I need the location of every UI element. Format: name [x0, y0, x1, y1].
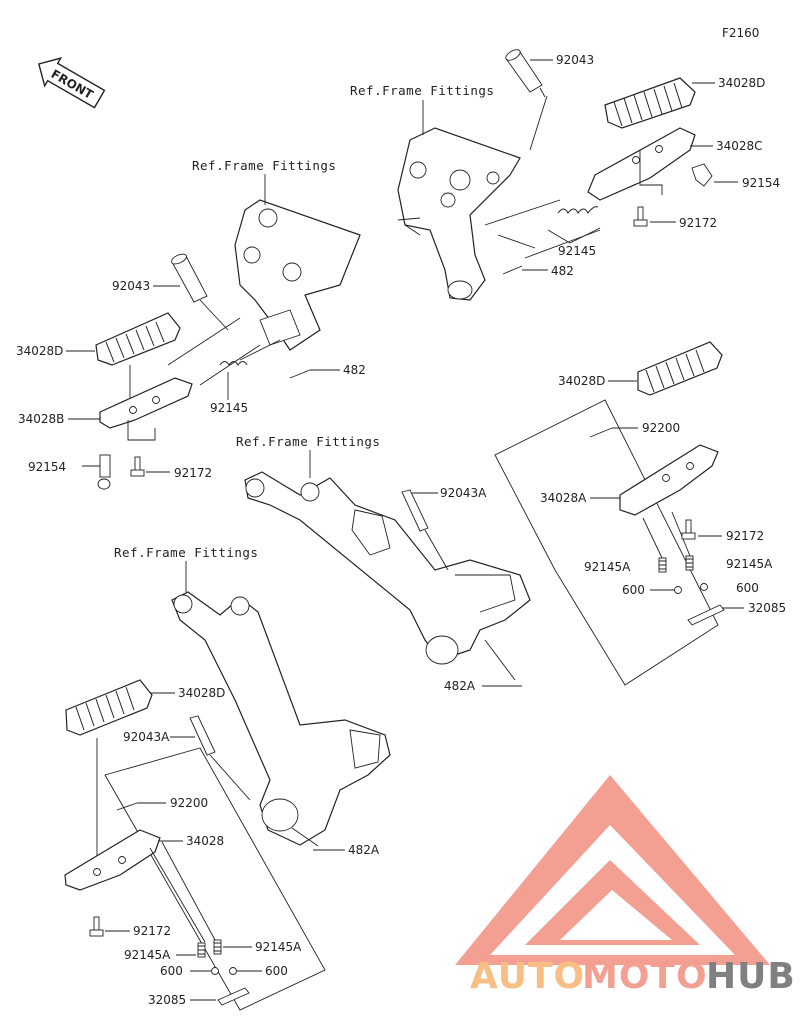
- label-34028D-left: 34028D: [16, 344, 63, 358]
- label-34028A: 34028A: [540, 491, 587, 505]
- pillion-bracket-mid: [244, 471, 531, 665]
- label-600-right-b: 600: [736, 581, 759, 595]
- pin-32085-bottom: [190, 987, 250, 1006]
- diagram-code: F2160: [722, 26, 759, 40]
- clip-92200-right: [589, 427, 638, 438]
- label-32085-bottom: 32085: [148, 993, 186, 1007]
- label-34028D-top: 34028D: [718, 76, 765, 90]
- clip-92200-bottom: [116, 802, 166, 811]
- label-92154-left: 92154: [28, 460, 66, 474]
- label-92043A-bottom: 92043A: [123, 730, 170, 744]
- footpeg-bracket-bottom: [64, 829, 216, 943]
- footpeg-rubber-right-mid: [637, 341, 723, 396]
- label-32085-right: 32085: [748, 601, 786, 615]
- label-34028D-bottom: 34028D: [178, 686, 225, 700]
- bolt-92154-left: [82, 454, 111, 490]
- footpeg-bracket-left: [99, 377, 193, 441]
- label-92043-left: 92043: [112, 279, 150, 293]
- ref-frame-fittings-left: Ref.Frame Fittings: [192, 158, 336, 173]
- bracket-left: [234, 199, 361, 351]
- label-34028C: 34028C: [716, 139, 763, 153]
- footpeg-rubber-bottom: [65, 679, 153, 870]
- label-92043A-mid: 92043A: [440, 486, 487, 500]
- label-92145A-right-b: 92145A: [726, 557, 773, 571]
- ref-frame-fittings-bottom: Ref.Frame Fittings: [114, 545, 258, 560]
- automotohub-watermark: AUTO MOTO HUB: [455, 775, 796, 997]
- label-482A-bottom: 482A: [348, 843, 380, 857]
- group-frame-right: [494, 399, 719, 686]
- label-482A-mid: 482A: [444, 679, 476, 693]
- pin-32085-right: [687, 604, 744, 626]
- pillion-bracket-bottom: [171, 591, 391, 846]
- front-arrow-icon: FRONT: [37, 57, 106, 109]
- clip-482A-mid: [482, 639, 522, 687]
- pin-92043A-bottom: [189, 715, 251, 801]
- label-92172-right-top: 92172: [679, 216, 717, 230]
- watermark-hub-text: HUB: [706, 956, 796, 997]
- label-92172-bottom: 92172: [133, 924, 171, 938]
- balls-600-bottom: [190, 967, 262, 975]
- label-92154-right: 92154: [742, 176, 780, 190]
- group-frame-bottom: [104, 747, 326, 1011]
- label-482-top: 482: [551, 264, 574, 278]
- label-92200-bottom: 92200: [170, 796, 208, 810]
- bolt-92172-right-top: [633, 206, 676, 227]
- footpeg-bracket-top: [587, 127, 696, 201]
- bolt-92172-left: [130, 456, 170, 477]
- label-92043-top: 92043: [556, 53, 594, 67]
- label-34028D-right-mid: 34028D: [558, 374, 605, 388]
- ref-frame-fittings-top: Ref.Frame Fittings: [350, 83, 494, 98]
- bolt-92172-bottom: [89, 916, 130, 937]
- label-92200-right: 92200: [642, 421, 680, 435]
- springs-92145A-right: [658, 555, 694, 573]
- bolt-92172-right-mid: [681, 519, 696, 540]
- label-34028B: 34028B: [18, 412, 64, 426]
- watermark-moto-text: MOTO: [582, 956, 708, 997]
- pin-92043-top: [505, 49, 548, 151]
- pin-92043-left: [171, 253, 229, 331]
- label-482-left: 482: [343, 363, 366, 377]
- spring-92145-top: [547, 206, 601, 244]
- clip-482-left: [289, 369, 340, 379]
- label-92172-left: 92172: [174, 466, 212, 480]
- clip-482A-bottom: [291, 827, 345, 851]
- label-92145A-bottom-a: 92145A: [124, 948, 171, 962]
- label-92172-right-mid: 92172: [726, 529, 764, 543]
- footpeg-bracket-right-mid: [619, 444, 719, 559]
- clip-482-top: [502, 265, 548, 275]
- label-600-bottom-b: 600: [265, 964, 288, 978]
- label-92145-top: 92145: [558, 244, 596, 258]
- footpeg-rubber-top: [604, 77, 696, 129]
- label-92145-left: 92145: [210, 401, 248, 415]
- ref-frame-fittings-mid: Ref.Frame Fittings: [236, 434, 380, 449]
- pin-92043A-mid: [401, 489, 449, 571]
- balls-600-right: [650, 583, 708, 594]
- springs-92145A-bottom: [176, 939, 252, 958]
- footpeg-rubber-left: [95, 312, 181, 398]
- spring-92145-left: [167, 317, 281, 386]
- label-34028: 34028: [186, 834, 224, 848]
- label-600-right-a: 600: [622, 583, 645, 597]
- bolt-92154-right: [691, 163, 738, 187]
- label-92145A-bottom-b: 92145A: [255, 940, 302, 954]
- watermark-auto-text: AUTO: [470, 956, 585, 997]
- guide-lines-top: [484, 199, 601, 259]
- label-600-bottom-a: 600: [160, 964, 183, 978]
- label-92145A-right-a: 92145A: [584, 560, 631, 574]
- bracket-top-right: [397, 127, 521, 301]
